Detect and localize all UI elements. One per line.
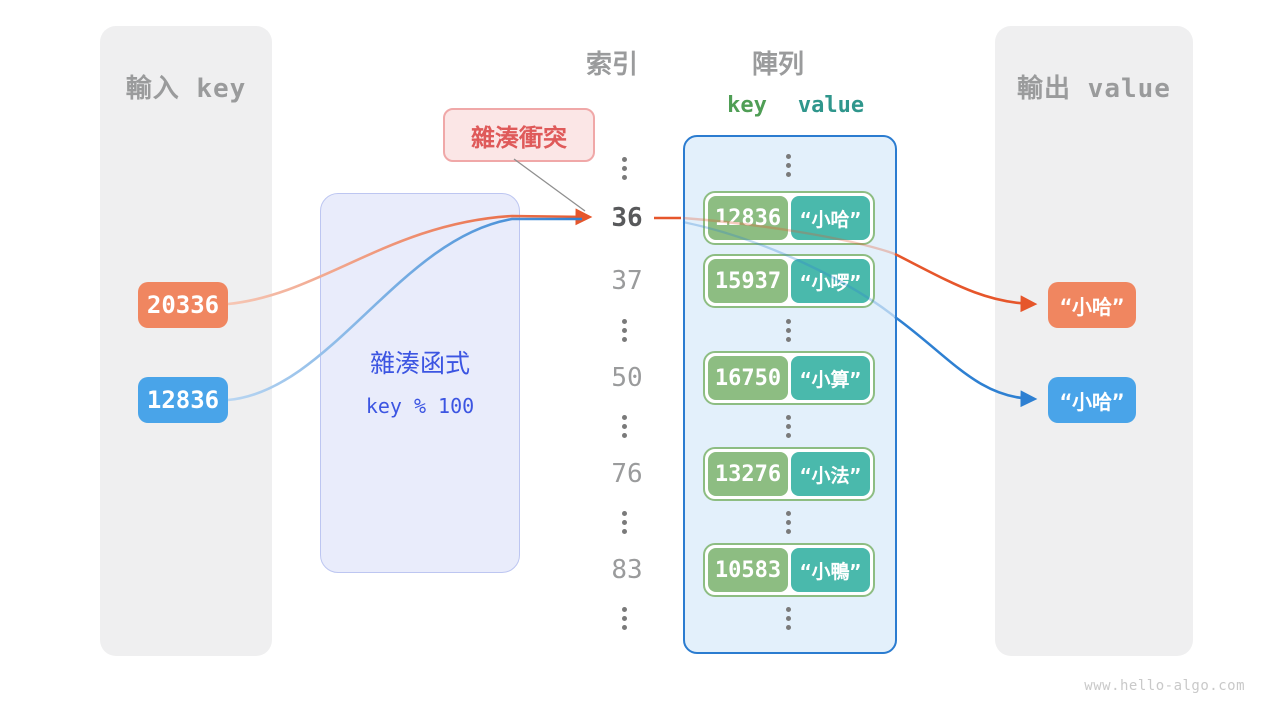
ellipsis-icon (622, 157, 627, 180)
pair-key: 12836 (708, 196, 788, 240)
bucket-pair: 16750 “小算” (703, 351, 875, 405)
pair-value: “小鴨” (791, 548, 870, 592)
bucket-pair: 12836 “小哈” (703, 191, 875, 245)
index-76: 76 (611, 459, 643, 489)
array-column-header: 陣列 (751, 50, 804, 80)
pair-value: “小法” (791, 452, 870, 496)
input-key-20336: 20336 (138, 282, 228, 328)
pair-value: “小啰” (791, 259, 870, 303)
bucket-pair: 15937 “小啰” (703, 254, 875, 308)
ellipsis-icon (622, 415, 627, 438)
hash-function-formula: key % 100 (365, 394, 475, 418)
pair-key: 13276 (708, 452, 788, 496)
pair-key: 15937 (708, 259, 788, 303)
bucket-pair: 13276 “小法” (703, 447, 875, 501)
pair-value: “小哈” (791, 196, 870, 240)
hash-function-title: 雜湊函式 (369, 349, 470, 378)
ellipsis-icon (622, 511, 627, 534)
index-36: 36 (611, 203, 643, 233)
hash-function-box: 雜湊函式 key % 100 (320, 193, 520, 573)
ellipsis-icon (786, 154, 791, 177)
output-panel-title: 輸出 value (1017, 74, 1171, 104)
value-header: value (797, 93, 865, 118)
ellipsis-icon (622, 319, 627, 342)
ellipsis-icon (786, 511, 791, 534)
bucket-pair: 10583 “小鴨” (703, 543, 875, 597)
pair-key: 16750 (708, 356, 788, 400)
index-column-header: 索引 (585, 50, 638, 80)
output-value-panel: 輸出 value (995, 26, 1193, 656)
index-37: 37 (611, 266, 643, 296)
input-key-12836: 12836 (138, 377, 228, 423)
input-panel-title: 輸入 key (125, 74, 247, 104)
pair-key: 10583 (708, 548, 788, 592)
pair-value: “小算” (791, 356, 870, 400)
output-value-blue: “小哈” (1048, 377, 1136, 423)
key-header: key (727, 93, 767, 118)
hash-collision-badge: 雜湊衝突 (443, 108, 595, 162)
input-key-panel: 輸入 key (100, 26, 272, 656)
ellipsis-icon (786, 607, 791, 630)
badge-pointer-line (513, 158, 586, 212)
index-83: 83 (611, 555, 643, 585)
ellipsis-icon (786, 415, 791, 438)
ellipsis-icon (622, 607, 627, 630)
output-value-orange: “小哈” (1048, 282, 1136, 328)
watermark: www.hello-algo.com (1084, 678, 1245, 694)
index-50: 50 (611, 363, 643, 393)
ellipsis-icon (786, 319, 791, 342)
